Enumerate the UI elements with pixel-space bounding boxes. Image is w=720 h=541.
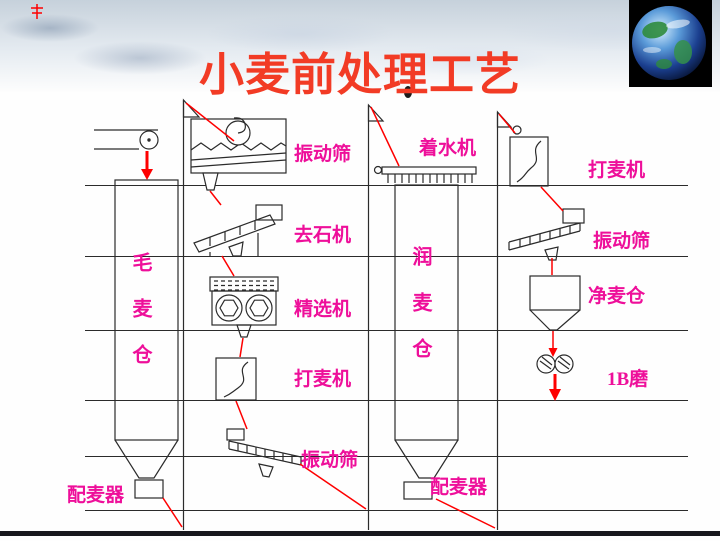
label-selector: 精选机 (294, 299, 352, 320)
label-vibrating-sieve-right: 振动筛 (593, 231, 651, 252)
label-vibrating-sieve-top: 振动筛 (294, 144, 352, 165)
selector-equip (209, 276, 279, 338)
label-vibrating-sieve-bottom: 振动筛 (301, 450, 359, 471)
label-blender-left: 配麦器 (67, 485, 125, 506)
bucket-elevator-right (496, 110, 513, 530)
slide-bottom-border (0, 531, 720, 536)
vibrating-sieve-bottom-equip (226, 428, 302, 478)
label-clean-wheat-bin: 净麦仓 (588, 286, 646, 307)
tempering-bin-label: 润麦仓 (409, 246, 431, 384)
red-stamp-mark (31, 4, 43, 19)
label-scourer-left: 打麦机 (294, 369, 352, 390)
clean-wheat-bin-equip (529, 275, 581, 331)
raw-wheat-bin-label: 毛麦仓 (129, 252, 151, 390)
label-blender-middle: 配麦器 (430, 477, 488, 498)
raw-wheat-silo (114, 179, 179, 499)
label-scourer-right: 打麦机 (588, 160, 646, 181)
stray-mark (404, 86, 412, 98)
bucket-elevator-left (182, 98, 201, 530)
bucket-elevator-middle (367, 103, 385, 530)
label-mill-1b: 1B磨 (607, 369, 649, 390)
destoner-equip (193, 204, 283, 257)
vibrating-sieve-top-equip (190, 117, 287, 191)
floor-lines (85, 185, 688, 511)
scourer-right-equip (509, 125, 549, 187)
mill-1b-equip (536, 354, 574, 374)
scourer-left-equip (215, 357, 257, 401)
tempering-silo (394, 184, 459, 500)
vibrating-sieve-right-equip (508, 208, 585, 261)
page-title: 小麦前处理工艺 (198, 50, 522, 100)
label-dampener: 着水机 (419, 138, 477, 159)
flow-lines (141, 102, 564, 529)
dampener-equip (373, 165, 477, 183)
conveyor (94, 129, 159, 150)
earth-image (629, 0, 712, 87)
label-destoner: 去石机 (294, 225, 352, 246)
sky-banner-image (0, 0, 720, 92)
